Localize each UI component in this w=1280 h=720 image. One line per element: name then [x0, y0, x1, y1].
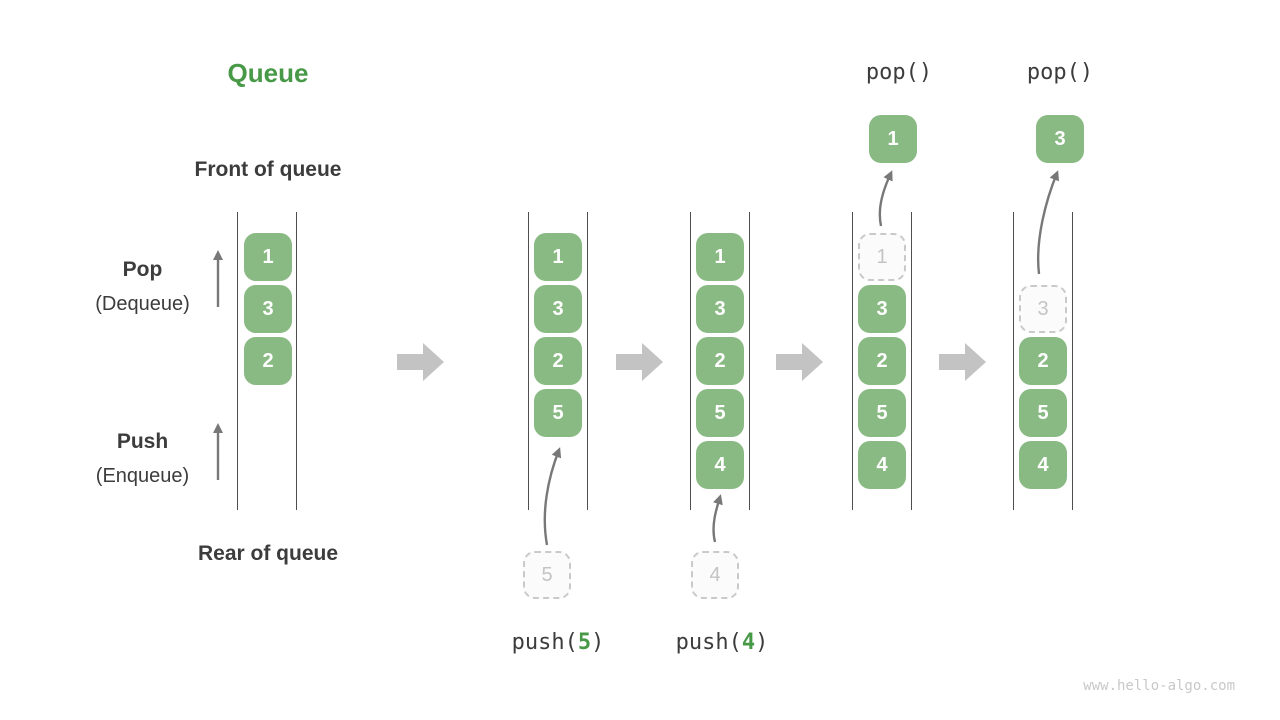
queue-cell: 4 [858, 441, 906, 489]
queue-cell: 5 [534, 389, 582, 437]
queue-cell: 3 [534, 285, 582, 333]
queue-cell: 5 [696, 389, 744, 437]
right-block-arrow-icon [616, 343, 663, 381]
op-text: push( [675, 630, 742, 655]
queue-cell: 1 [534, 233, 582, 281]
queue-cell: 2 [696, 337, 744, 385]
queue-cell: 3 [858, 285, 906, 333]
rear-of-queue-label: Rear of queue [197, 542, 339, 565]
enqueue-label: (Enqueue) [95, 465, 190, 487]
dequeue-label: (Dequeue) [95, 293, 190, 315]
push-5-op-label: push(5) [483, 630, 633, 655]
queue-cell: 4 [1019, 441, 1067, 489]
popped-slot: 3 [1019, 285, 1067, 333]
queue-cell: 2 [244, 337, 292, 385]
queue-cell: 2 [1019, 337, 1067, 385]
queue-cell: 1 [696, 233, 744, 281]
right-block-arrow-icon [397, 343, 444, 381]
queue-cell: 2 [858, 337, 906, 385]
incoming-element: 5 [523, 551, 571, 599]
push-enqueue-label: Push (Enqueue) [55, 430, 230, 488]
incoming-element: 4 [691, 551, 739, 599]
queue-cell: 5 [1019, 389, 1067, 437]
queue-cell: 5 [858, 389, 906, 437]
right-block-arrow-icon [776, 343, 823, 381]
op-text: push( [511, 630, 578, 655]
pop-dequeue-label: Pop (Dequeue) [55, 258, 230, 316]
watermark: www.hello-algo.com [1083, 678, 1235, 694]
queue-cell: 3 [696, 285, 744, 333]
front-of-queue-label: Front of queue [194, 158, 342, 181]
page-title: Queue [227, 58, 309, 88]
popped-element: 3 [1036, 115, 1084, 163]
queue-container-5 [1013, 212, 1073, 510]
queue-container-2 [528, 212, 588, 510]
popped-element: 1 [869, 115, 917, 163]
queue-container-4 [852, 212, 912, 510]
queue-cell: 1 [244, 233, 292, 281]
queue-cell: 3 [244, 285, 292, 333]
queue-container-1 [237, 212, 297, 510]
op-arg: 5 [577, 630, 592, 655]
push-label: Push [116, 430, 169, 453]
queue-cell: 2 [534, 337, 582, 385]
pop-op-label: pop() [1026, 60, 1094, 85]
popped-slot: 1 [858, 233, 906, 281]
queue-cell: 4 [696, 441, 744, 489]
pop-label: Pop [122, 258, 163, 281]
op-text: ) [755, 630, 769, 655]
queue-container-3 [690, 212, 750, 510]
push-4-op-label: push(4) [647, 630, 797, 655]
op-text: ) [591, 630, 605, 655]
op-arg: 4 [741, 630, 756, 655]
right-block-arrow-icon [939, 343, 986, 381]
pop-op-label: pop() [865, 60, 933, 85]
